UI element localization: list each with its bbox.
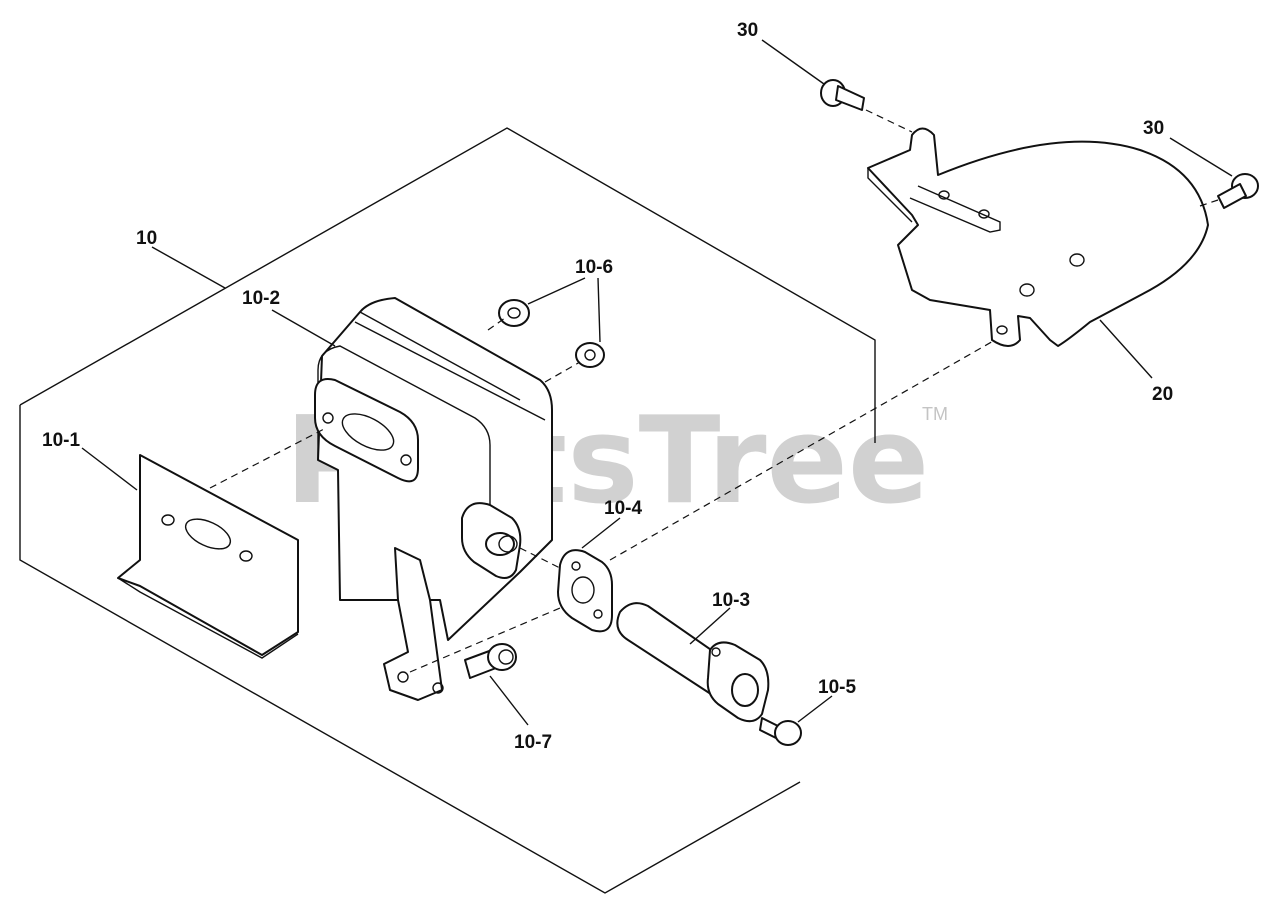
callout-10: 10 bbox=[136, 228, 157, 249]
callout-30-upper: 30 bbox=[737, 20, 758, 41]
part-30-bolt-upper[interactable] bbox=[820, 79, 865, 111]
part-20-heat-shield[interactable] bbox=[867, 127, 1209, 347]
part-10-3-tail-pipe[interactable] bbox=[616, 602, 770, 723]
part-10-6-grommet-upper[interactable] bbox=[498, 299, 530, 327]
leader-lines bbox=[81, 39, 1233, 726]
callout-10-3: 10-3 bbox=[712, 590, 750, 611]
watermark-trademark: TM bbox=[922, 404, 948, 424]
part-10-2-muffler[interactable] bbox=[314, 297, 553, 701]
callout-20: 20 bbox=[1152, 384, 1173, 405]
callout-10-4: 10-4 bbox=[604, 498, 642, 519]
part-30-bolt-right[interactable] bbox=[1217, 173, 1259, 209]
callout-10-1: 10-1 bbox=[42, 430, 80, 451]
part-10-4-exhaust-gasket[interactable] bbox=[557, 549, 613, 633]
callout-10-5: 10-5 bbox=[818, 677, 856, 698]
alignment-lines bbox=[209, 109, 1219, 673]
part-10-7-screw[interactable] bbox=[464, 643, 517, 679]
part-10-6-grommet-lower[interactable] bbox=[575, 342, 605, 368]
kit-outline bbox=[19, 127, 876, 894]
part-10-5-screw[interactable] bbox=[759, 717, 802, 746]
callout-10-2: 10-2 bbox=[242, 288, 280, 309]
part-10-1-gasket[interactable] bbox=[117, 454, 299, 659]
callout-10-6: 10-6 bbox=[575, 257, 613, 278]
callout-30-right: 30 bbox=[1143, 118, 1164, 139]
callout-10-7: 10-7 bbox=[514, 732, 552, 753]
